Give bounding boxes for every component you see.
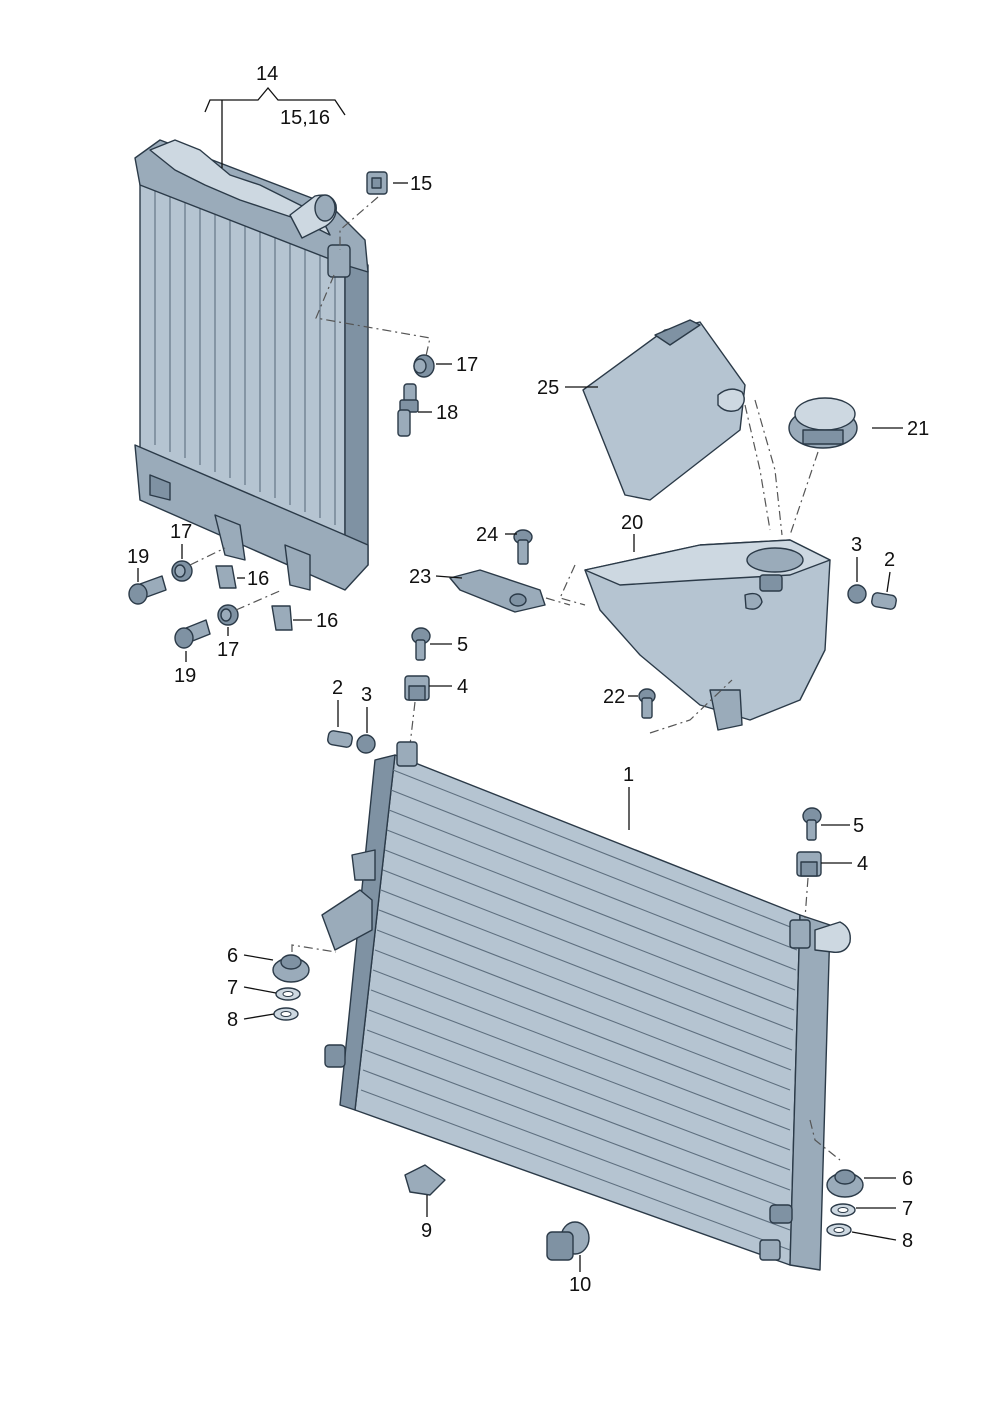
callout-8: 8: [902, 1230, 913, 1252]
callout-22: 22: [603, 686, 625, 708]
clamp-3-left: [356, 734, 376, 754]
callout-9: 9: [421, 1220, 432, 1242]
bracket-23: [449, 569, 546, 613]
callout-4: 4: [857, 853, 868, 875]
callout-3: 3: [851, 534, 862, 556]
clip-9: [404, 1164, 446, 1196]
plug-2-left: [327, 730, 353, 748]
radiator-1: [321, 741, 851, 1271]
clip-15: [366, 171, 388, 195]
expansion-tank-20: [584, 539, 831, 731]
callout-14: 14: [256, 63, 278, 85]
screw-5-right: [802, 807, 822, 841]
lock-ring-8-left: [273, 1007, 299, 1021]
callout-21: 21: [907, 418, 929, 440]
callout-2: 2: [332, 677, 343, 699]
clip-16-lower: [271, 605, 293, 631]
rubber-mount-4-right: [796, 851, 822, 877]
callout-6: 6: [902, 1168, 913, 1190]
callout-16: 16: [247, 568, 269, 590]
bolt-22: [638, 688, 656, 719]
callout-25: 25: [537, 377, 559, 399]
filler-cap-21: [788, 397, 858, 449]
callout-15: 15: [410, 173, 432, 195]
bushing-6-right: [826, 1169, 864, 1198]
callout-18: 18: [436, 402, 458, 424]
grommet-17-upper: [413, 354, 435, 378]
plug-2-upper: [871, 592, 897, 610]
washer-7-left: [275, 987, 301, 1001]
cap-10: [546, 1221, 590, 1261]
rubber-mount-4-left: [404, 675, 430, 701]
screw-5-left: [411, 627, 431, 661]
callout-labels: 14 15,16 15 17 18 25 21 20 24 3 2 23 17 …: [127, 63, 929, 1296]
callout-19: 19: [127, 546, 149, 568]
callout-1: 1: [623, 764, 634, 786]
callout-23: 23: [409, 566, 431, 588]
callout-19: 19: [174, 665, 196, 687]
callout-17: 17: [456, 354, 478, 376]
radiator-14: [134, 139, 369, 591]
callout-4: 4: [457, 676, 468, 698]
clamp-3-upper: [847, 584, 867, 604]
callout-8: 8: [227, 1009, 238, 1031]
callout-5: 5: [853, 815, 864, 837]
callout-2: 2: [884, 549, 895, 571]
grommet-17-left: [171, 560, 193, 582]
callout-5: 5: [457, 634, 468, 656]
callout-17: 17: [170, 521, 192, 543]
leader-lines: [137, 182, 903, 1272]
callout-20: 20: [621, 512, 643, 534]
bolt-19-upper: [128, 575, 167, 605]
callout-15-16: 15,16: [280, 107, 330, 129]
callout-17: 17: [217, 639, 239, 661]
callout-7: 7: [227, 977, 238, 999]
callout-7: 7: [902, 1198, 913, 1220]
callout-24: 24: [476, 524, 498, 546]
callout-16: 16: [316, 610, 338, 632]
callout-3: 3: [361, 684, 372, 706]
bushing-6-left: [272, 954, 310, 983]
bolt-19-lower: [174, 619, 211, 649]
callout-6: 6: [227, 945, 238, 967]
stud-18: [397, 383, 419, 437]
lock-ring-8-right: [826, 1223, 852, 1237]
clip-16-upper: [215, 565, 237, 589]
bolt-24: [513, 529, 533, 565]
washer-7-right: [830, 1203, 856, 1217]
grommet-17-right: [217, 604, 239, 626]
callout-10: 10: [569, 1274, 591, 1296]
coolant-canister-25: [582, 319, 746, 501]
